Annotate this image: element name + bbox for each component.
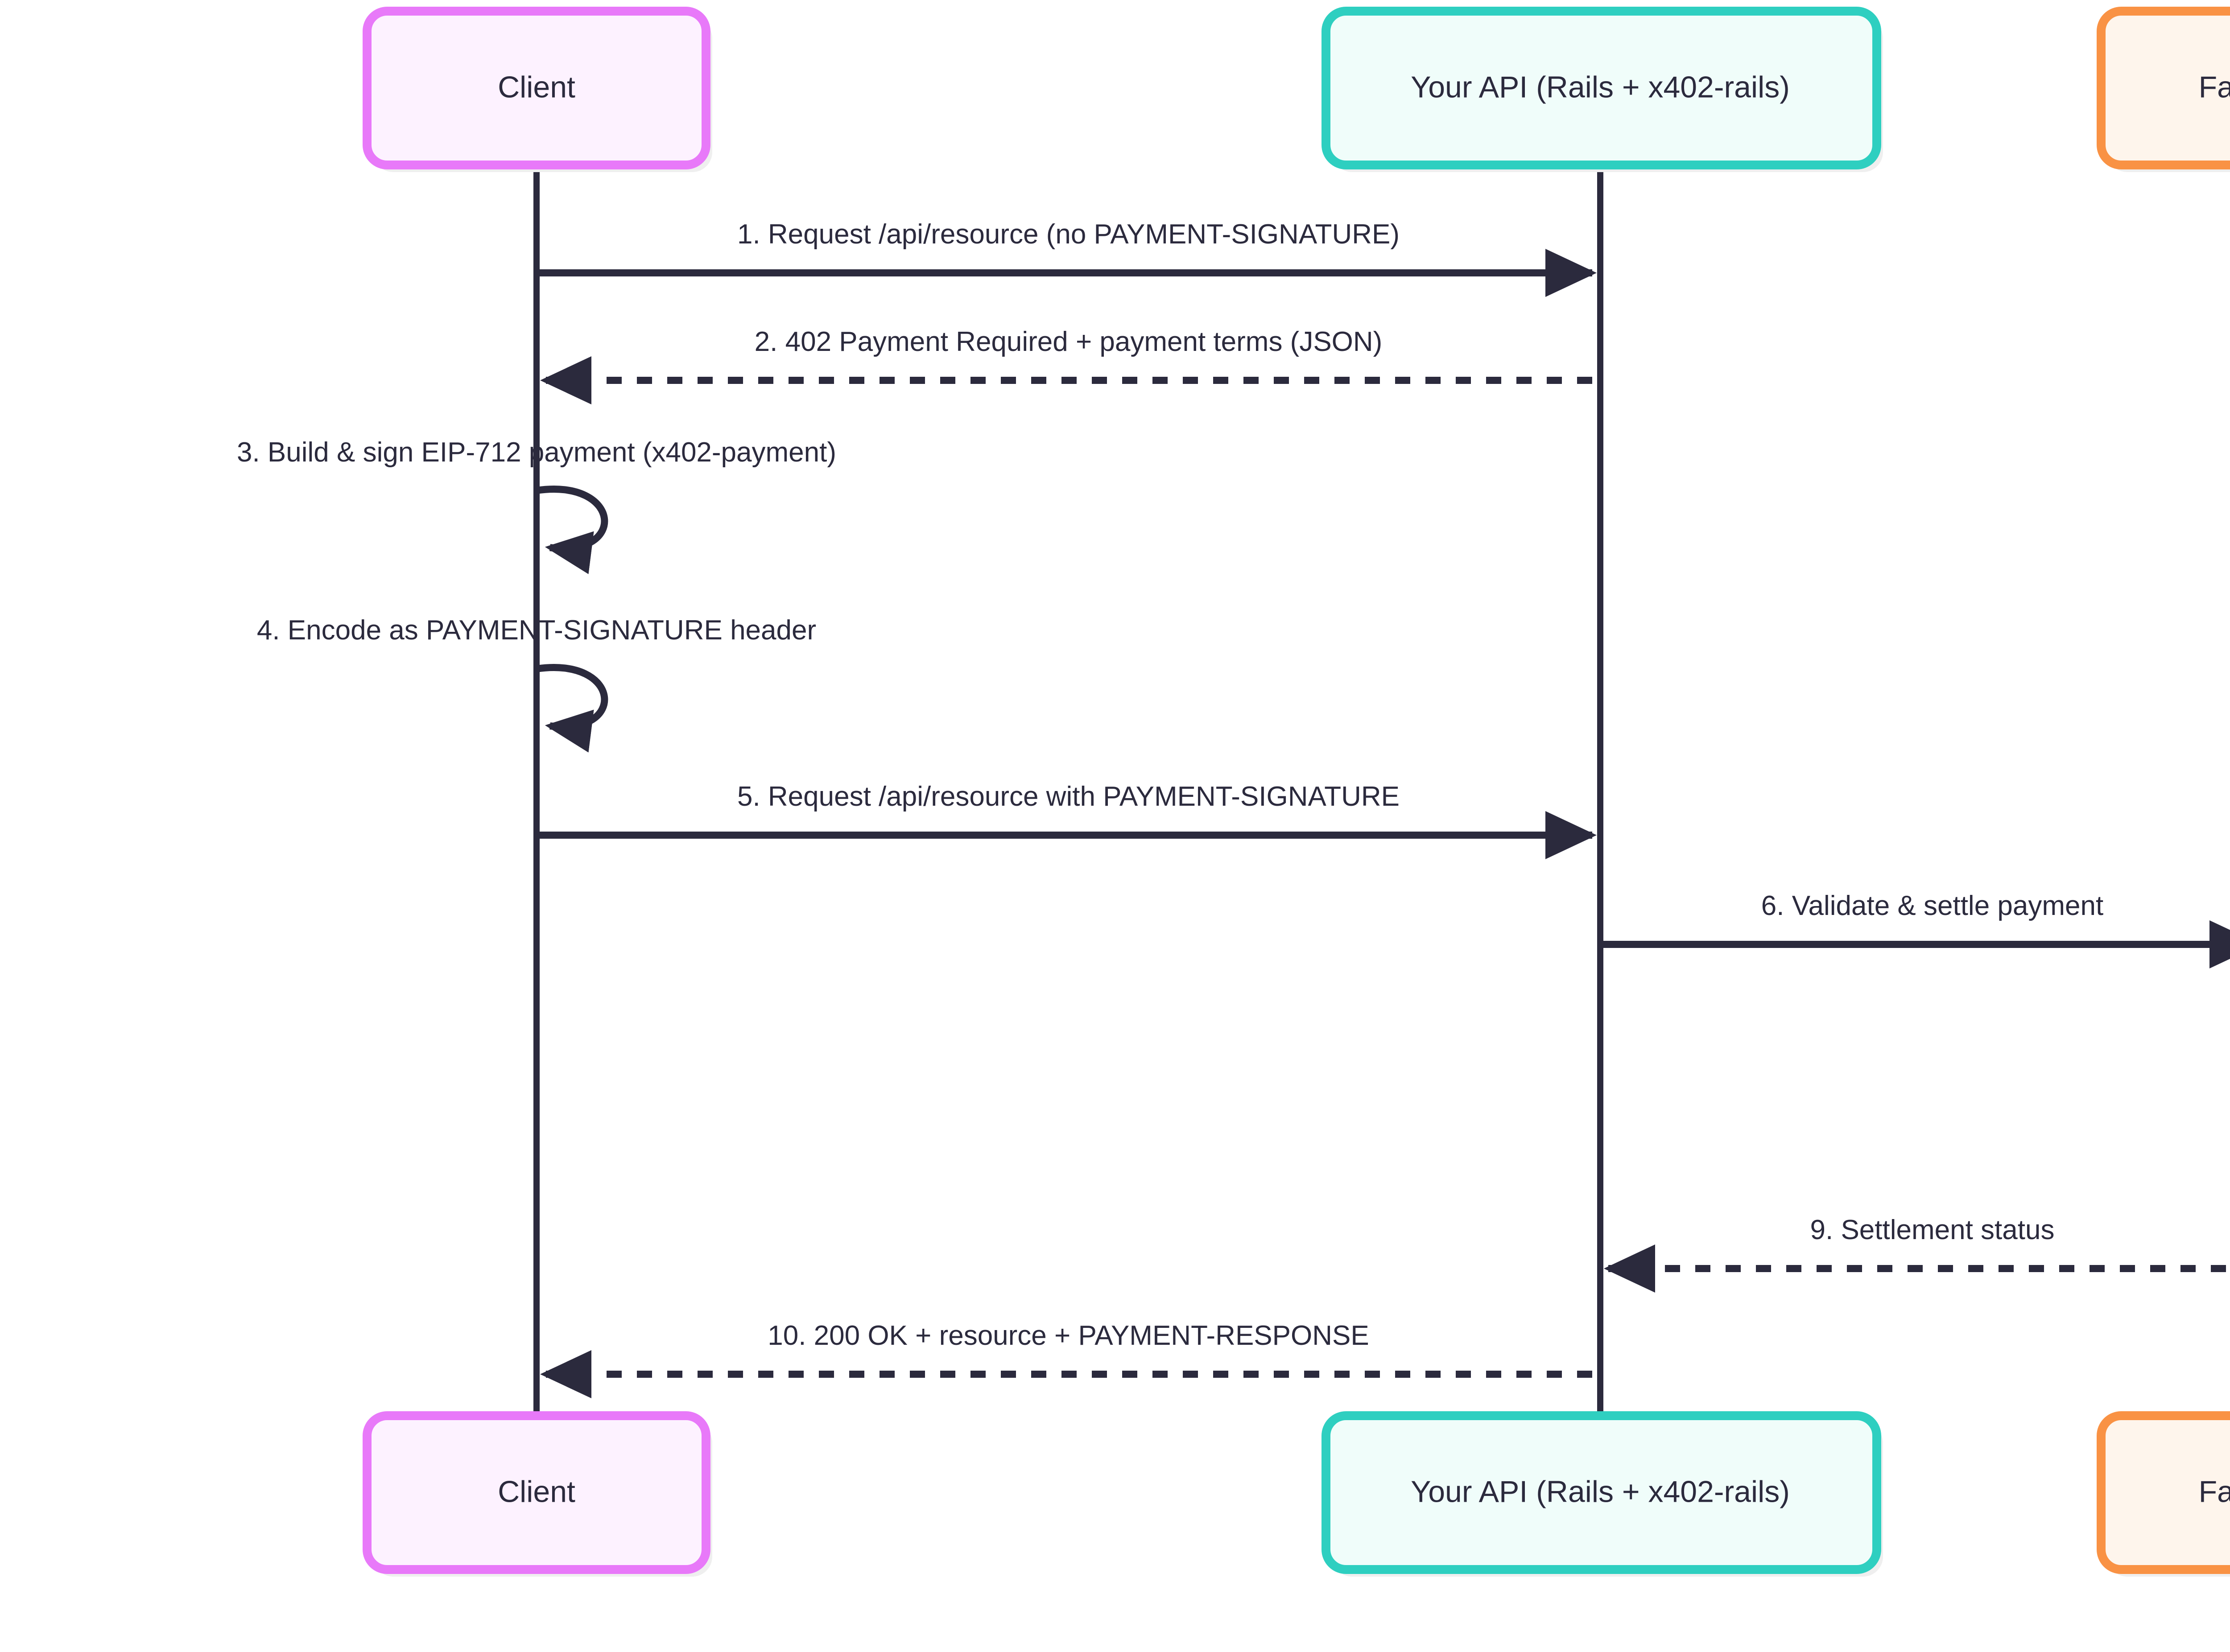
actor-api-bottom[interactable]: Your API (Rails + x402-rails) bbox=[1321, 1411, 1883, 1577]
message-label: 5. Request /api/resource with PAYMENT-SI… bbox=[737, 781, 1400, 812]
actor-label: Client bbox=[498, 1475, 575, 1508]
actor-boxes-bottom: Client Your API (Rails + x402-rails) Facil… bbox=[363, 1411, 2230, 1577]
message-10: 10. 200 OK + resource + PAYMENT-RESPONSE bbox=[540, 1320, 1592, 1398]
message-label: 6. Validate & settle payment bbox=[1761, 890, 2103, 921]
message-label: 2. 402 Payment Required + payment terms … bbox=[755, 326, 1383, 357]
actor-box bbox=[363, 7, 710, 169]
actor-facilitator-top[interactable]: Facilitator bbox=[2097, 7, 2230, 172]
message-2: 2. 402 Payment Required + payment terms … bbox=[540, 326, 1592, 404]
message-label: 4. Encode as PAYMENT-SIGNATURE header bbox=[257, 615, 816, 646]
self-loop-arrow bbox=[536, 664, 608, 753]
actor-box bbox=[2097, 1411, 2230, 1574]
actor-client-bottom[interactable]: Client bbox=[363, 1411, 712, 1577]
message-4: 4. Encode as PAYMENT-SIGNATURE header bbox=[257, 615, 816, 753]
message-1: 1. Request /api/resource (no PAYMENT-SIG… bbox=[537, 219, 1597, 297]
actor-box bbox=[2097, 7, 2230, 169]
message-label: 9. Settlement status bbox=[1810, 1215, 2055, 1245]
actor-boxes-top: Client Your API (Rails + x402-rails) Facil… bbox=[363, 7, 2230, 172]
actor-client-top[interactable]: Client bbox=[363, 7, 712, 172]
message-3: 3. Build & sign EIP-712 payment (x402-pa… bbox=[237, 437, 836, 574]
actor-label: Your API (Rails + x402-rails) bbox=[1411, 1475, 1790, 1508]
actor-box bbox=[363, 1411, 710, 1574]
self-loop-arrow bbox=[536, 486, 608, 574]
actor-label: Facilitator bbox=[2199, 1475, 2230, 1508]
message-6: 6. Validate & settle payment bbox=[1600, 890, 2230, 968]
message-label: 10. 200 OK + resource + PAYMENT-RESPONSE bbox=[768, 1320, 1369, 1351]
message-label: 1. Request /api/resource (no PAYMENT-SIG… bbox=[737, 219, 1400, 250]
actor-box bbox=[1321, 7, 1881, 169]
actor-label: Client bbox=[498, 70, 575, 104]
lifelines-group bbox=[533, 165, 1603, 1416]
message-9: 9. Settlement status bbox=[1604, 1215, 2230, 1293]
actor-label: Facilitator bbox=[2199, 70, 2230, 104]
messages-group: 1. Request /api/resource (no PAYMENT-SIG… bbox=[237, 219, 2230, 1398]
actor-facilitator-bottom[interactable]: Facilitator bbox=[2097, 1411, 2230, 1577]
actor-box bbox=[1321, 1411, 1881, 1574]
actor-label: Your API (Rails + x402-rails) bbox=[1411, 70, 1790, 104]
message-label: 3. Build & sign EIP-712 payment (x402-pa… bbox=[237, 437, 836, 468]
message-5: 5. Request /api/resource with PAYMENT-SI… bbox=[537, 781, 1597, 859]
actor-api-top[interactable]: Your API (Rails + x402-rails) bbox=[1321, 7, 1883, 172]
